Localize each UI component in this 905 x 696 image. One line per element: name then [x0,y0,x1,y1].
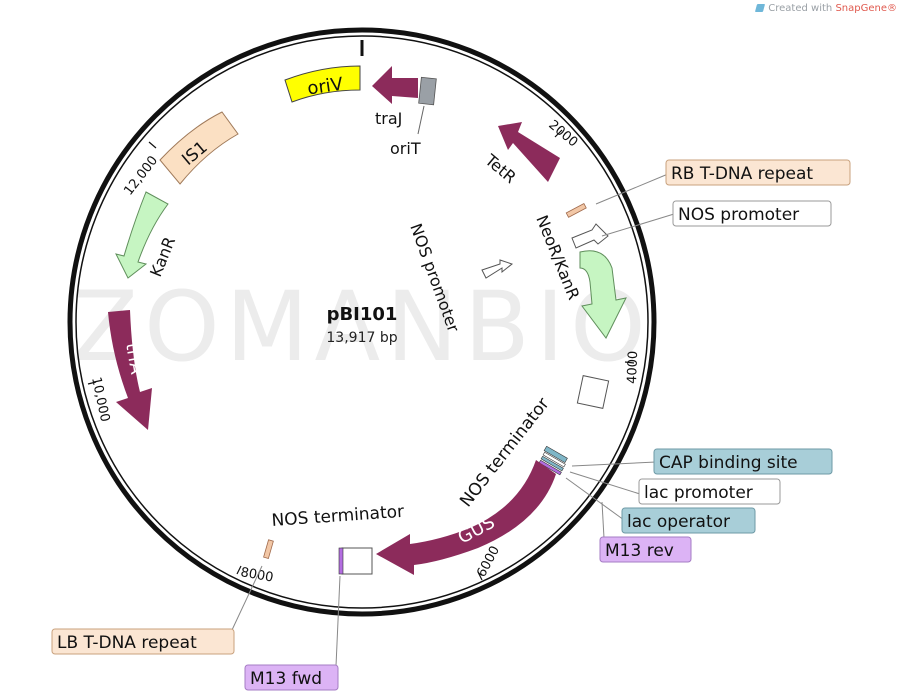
KanR-outer-feature [115,191,169,279]
callout-lac-operator-box [621,507,756,534]
callout-rb-tdna-box [665,159,851,186]
CAP-binding-leader [571,461,657,467]
callout-m13-rev-text: M13 rev [605,541,674,561]
NOS-terminator-b-feature [341,547,373,575]
callout-m13-fwd-text: M13 fwd [250,669,322,689]
trfA-feature [108,310,152,430]
tick-label-12000: 12,000 [121,153,161,198]
NOS-terminator-b-label: NOS terminator [271,502,405,531]
RB-TDNA-feature [565,202,587,218]
tick-label-4000: 4000 [625,351,641,385]
callout-lb-tdna-text: LB T-DNA repeat [57,633,197,653]
callout-m13-fwd: M13 fwd [244,664,339,691]
callout-cap-site-text: CAP binding site [659,453,798,473]
oriT-label: oriT [390,139,421,158]
M13-rev-feature [538,459,562,476]
credit-prefix: Created with [768,3,833,14]
backbone-outer-ring [67,27,657,617]
LB-TDNA-leader [231,565,263,631]
NOS-promoter-inner-feature [481,259,514,279]
lac-promoter-feature [542,451,566,468]
callout-m13-rev: M13 rev [599,536,692,563]
M13-fwd-leader [335,575,341,667]
IS1-feature [159,111,239,185]
TetR-feature [498,122,560,182]
tick-mark-8000 [236,565,242,575]
tick-mark-6000 [477,571,483,581]
callout-rb-tdna-text: RB T-DNA repeat [671,164,813,184]
lac-region-features [538,445,568,476]
callout-lb-tdna-box [51,628,235,655]
CAP-binding-feature [543,445,568,464]
oriT-leader [417,105,425,135]
tick-mark-4000 [624,361,635,364]
callout-m13-fwd-box [244,664,339,691]
oriT-feature [418,76,437,106]
traJ-feature [372,66,418,104]
callout-lac-promoter: lac promoter [638,478,781,505]
tick-label-6000: 6000 [474,544,503,580]
NeoR-KanR-feature [579,250,627,339]
lac-operator-feature [540,455,564,472]
credit-brand: SnapGene® [835,3,897,14]
callout-nos-promoter-text: NOS promoter [678,205,799,225]
traJ-label: traJ [375,109,402,128]
callout-lac-promoter-box [638,478,781,505]
callout-nos-promoter: NOS promoter [672,200,832,227]
tick-mark-12000 [148,141,157,149]
callout-lac-operator-text: lac operator [627,512,730,532]
M13-fwd-feature [338,547,344,575]
RB-TDNA-leader [595,173,669,205]
lac-promoter-leader [569,471,641,495]
callout-lac-operator: lac operator [621,507,756,534]
watermark-text: ZOMANBIO [72,271,651,383]
TetR-label: TetR [481,150,520,187]
tick-mark-2000 [554,129,563,138]
NOS-promoter-outer-feature [571,223,609,249]
GUS-feature [376,460,556,575]
callout-nos-promoter-box [672,200,832,227]
snapgene-credit: Created with SnapGene® [755,3,897,14]
callout-rb-tdna: RB T-DNA repeat [665,159,851,186]
oriV-label: oriV [306,74,345,100]
oriV-feature [284,65,361,103]
callout-cap-site-box [653,448,833,475]
tick-label-8000: 8000 [239,565,274,586]
callout-lb-tdna: LB T-DNA repeat [51,628,235,655]
callout-cap-site: CAP binding site [653,448,833,475]
tick-mark-10000 [87,381,97,385]
M13-rev-leader [601,501,605,539]
plasmid-size: 13,917 bp [326,330,397,346]
NOS-terminator-a-feature [576,375,610,409]
backbone-inner-ring [75,35,649,609]
lac-operator-leader [565,477,625,521]
plasmid-name: pBI101 [327,304,398,325]
LB-TDNA-feature [263,539,274,559]
callout-lac-promoter-text: lac promoter [644,483,753,503]
callout-m13-rev-box [599,536,692,563]
NOS-promoter-leader [601,213,675,237]
